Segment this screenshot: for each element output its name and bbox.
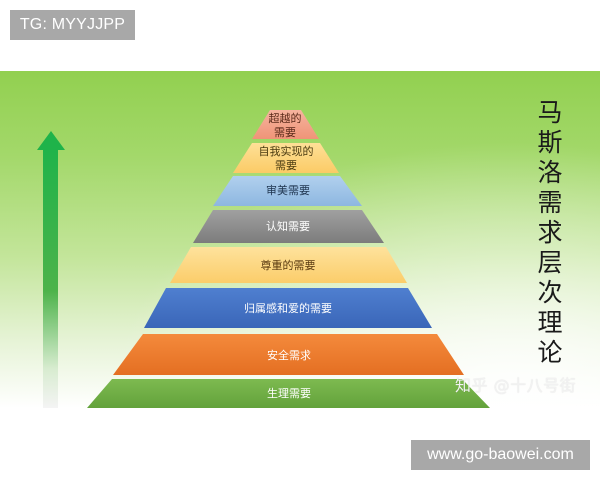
layer-belonging-love bbox=[144, 288, 432, 328]
layer-label-self-actualization: 自我实现的 需要 bbox=[258, 145, 314, 172]
layer-label-safety: 安全需求 bbox=[267, 349, 311, 362]
layer-esteem bbox=[170, 247, 407, 283]
layer-label-physiological: 生理需要 bbox=[267, 387, 311, 400]
layer-label-aesthetic: 审美需要 bbox=[266, 184, 310, 197]
layer-label-cognitive: 认知需要 bbox=[266, 220, 310, 233]
maslow-pyramid bbox=[37, 110, 490, 408]
layer-aesthetic bbox=[213, 176, 362, 206]
layer-self-actualization bbox=[233, 143, 339, 173]
layer-cognitive bbox=[193, 210, 384, 243]
diagram-title: 马斯洛需求层次理论 bbox=[537, 98, 563, 367]
layer-transcendence bbox=[252, 110, 319, 139]
layer-label-esteem: 尊重的需要 bbox=[260, 259, 316, 272]
layer-safety bbox=[113, 334, 464, 375]
up-arrow-icon bbox=[37, 131, 65, 408]
zhihu-watermark: 知乎 @十八号街 bbox=[455, 376, 577, 395]
layer-label-belonging-love: 归属感和爱的需要 bbox=[244, 302, 332, 315]
layer-physiological bbox=[87, 379, 490, 408]
layer-label-transcendence: 超越的 需要 bbox=[268, 112, 302, 139]
tg-label-badge: TG: MYYJJPP bbox=[10, 10, 135, 40]
website-url-badge: www.go-baowei.com bbox=[411, 440, 590, 470]
